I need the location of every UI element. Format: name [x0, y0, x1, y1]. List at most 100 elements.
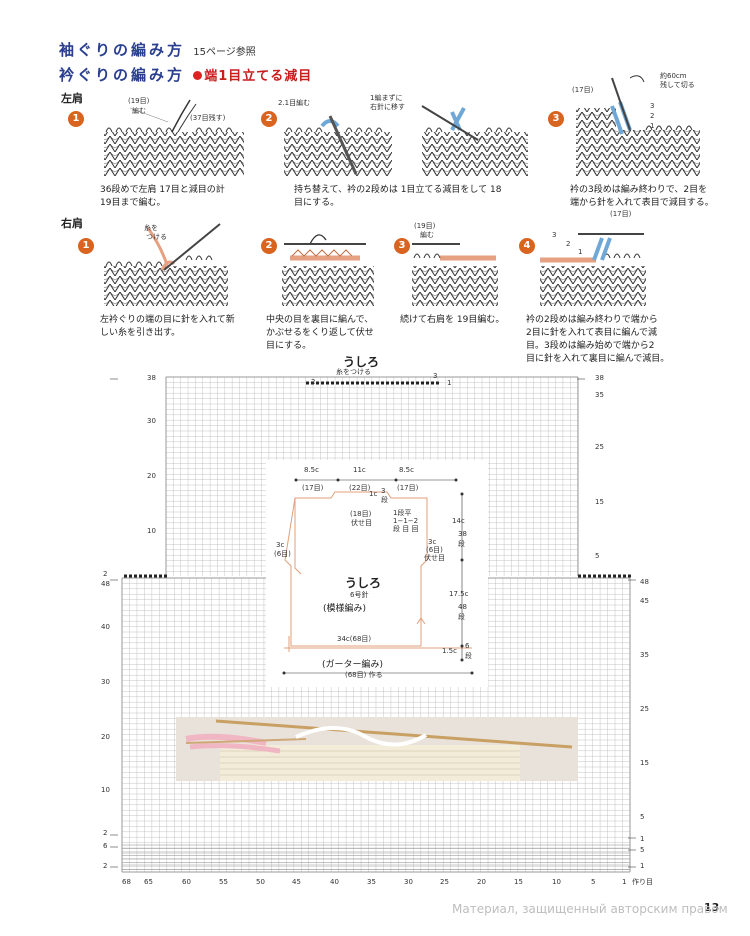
top-right-width: 8.5c	[399, 466, 414, 474]
left-step-2-label-b: 1編まずに	[370, 94, 403, 102]
right-step-1-caption: 左衿ぐりの端の目に針を入れて新 しい糸を引き出す。	[100, 315, 235, 338]
needle-size: 6号針	[350, 591, 369, 599]
bottom-60: 60	[182, 878, 191, 886]
top-mark-2: 2	[311, 378, 316, 386]
cast-on-label: (68目) 作る	[345, 671, 383, 679]
top-right-stitches: (17目)	[397, 484, 419, 492]
right-step-3-caption: 続けて右肩を 19目編む。	[400, 315, 505, 325]
left-step-1-label-b: 編む	[132, 107, 146, 115]
garter-height-rows: 6	[465, 642, 470, 650]
right-step-4-mark-3: 3	[552, 231, 557, 239]
left-step-1-illustration	[100, 96, 248, 178]
left-step-3-label-c: 残して切る	[660, 81, 695, 89]
row-detail-a: 1段平	[393, 509, 412, 517]
right-step-4-illustration	[538, 212, 648, 308]
neck-rows-suffix: 段	[381, 496, 388, 504]
pattern-name: (模様編み)	[323, 604, 367, 614]
garter-height-suffix: 段	[465, 652, 472, 660]
right-step-1-number: 1	[78, 238, 94, 254]
left-step-2-label-c: 右針に移す	[370, 103, 405, 111]
bottom-50: 50	[256, 878, 265, 886]
left-step-3-label-b: 約60cm	[660, 72, 687, 80]
left-scale-48: 48	[101, 580, 110, 588]
left-scale-20b: 20	[101, 733, 110, 741]
hip-width: 34c(68目)	[337, 635, 372, 643]
left-step-2-illustration	[282, 96, 532, 178]
right-step-3-number: 3	[394, 238, 410, 254]
right-step-3-label-b: 編む	[420, 231, 434, 239]
bottom-1: 1	[622, 878, 627, 886]
bottom-cast-on-label: 作り目	[632, 878, 653, 886]
left-step-3-mark-2: 2	[650, 112, 655, 120]
right-scale-5b: 5	[640, 813, 645, 821]
left-scale-20: 20	[147, 472, 156, 480]
left-scale-2: 2	[103, 570, 108, 578]
right-scale-38: 38	[595, 374, 604, 382]
right-scale-1b: 1	[640, 862, 645, 870]
neck-title: 衿ぐりの編み方 端1目立てる減目	[59, 66, 313, 84]
chart-title: うしろ	[343, 355, 380, 369]
right-shoulder-label: 右肩	[61, 217, 83, 230]
red-dot-icon	[193, 71, 203, 80]
top-mid-stitches: (22目)	[349, 484, 371, 492]
bottom-5: 5	[591, 878, 596, 886]
garter-height-cm: 1.5c	[442, 647, 457, 655]
right-scale-48: 48	[640, 578, 649, 586]
right-step-4-number: 4	[519, 238, 535, 254]
left-step-3-mark-1: 1	[650, 122, 655, 130]
right-step-3-label-a: (19目)	[414, 222, 436, 230]
right-scale-5c: 5	[640, 846, 645, 854]
right-step-2-illustration	[280, 228, 376, 308]
bottom-55: 55	[219, 878, 228, 886]
neck-method: 端1目立てる減目	[204, 69, 313, 84]
armhole-right-label: 伏せ目	[424, 554, 445, 562]
schematic-panel	[266, 460, 488, 687]
schematic-title: うしろ	[345, 576, 382, 590]
knitting-photo	[176, 717, 578, 781]
left-scale-2b: 2	[103, 829, 108, 837]
armhole-right-height: 3c	[428, 538, 437, 546]
top-left-width: 8.5c	[304, 466, 319, 474]
attach-yarn-label: 糸をつける	[336, 368, 371, 376]
top-mark-1: 1	[447, 379, 452, 387]
right-step-4-caption: 衿の2段めは編み終わりで端から 2目に針を入れて表目に編んで減 目。3段めは編み…	[526, 315, 670, 364]
left-step-2-label-a: 2.1目編む	[278, 99, 311, 107]
bottom-35: 35	[367, 878, 376, 886]
bottom-30: 30	[404, 878, 413, 886]
row-detail-c: 段 目 回	[393, 525, 419, 533]
schematic-outline	[282, 478, 474, 675]
left-step-3-illustration	[572, 72, 702, 178]
left-scale-40: 40	[101, 623, 110, 631]
armhole-left-stitches: (6目)	[274, 550, 291, 558]
right-step-1-label-b: つける	[146, 233, 167, 241]
right-step-3-illustration	[410, 228, 500, 308]
right-scale-1: 1	[640, 835, 645, 843]
left-step-3-label-a: (17目)	[572, 86, 594, 94]
upper-height-suffix: 段	[458, 540, 465, 548]
left-scale-30b: 30	[101, 678, 110, 686]
armhole-left-height: 3c	[276, 541, 285, 549]
bottom-20: 20	[477, 878, 486, 886]
armhole-title: 袖ぐりの編み方 15ページ参照	[59, 41, 256, 59]
left-scale-10b: 10	[101, 786, 110, 794]
left-scale-38: 38	[147, 374, 156, 382]
right-step-4-mark-2: 2	[566, 240, 571, 248]
left-step-1-number: 1	[68, 111, 84, 127]
right-scale-35: 35	[595, 391, 604, 399]
left-scale-2c: 2	[103, 862, 108, 870]
bottom-65: 65	[144, 878, 153, 886]
row-detail-b: 1−1−2	[393, 517, 419, 525]
bottom-68: 68	[122, 878, 131, 886]
right-scale-15b: 15	[640, 759, 649, 767]
neck-rows-count: 3	[381, 487, 386, 495]
right-step-4-label-a: (17目)	[610, 210, 632, 218]
page-reference: 15ページ参照	[193, 47, 256, 58]
right-step-4-mark-1: 1	[578, 248, 583, 256]
left-step-3-number: 3	[548, 111, 564, 127]
bottom-10: 10	[552, 878, 561, 886]
right-step-2-caption: 中央の目を裏目に編んで、 かぶせるをくり返して伏せ 目にする。	[266, 315, 374, 351]
bottom-15: 15	[514, 878, 523, 886]
lower-height-cm: 17.5c	[449, 590, 469, 598]
left-shoulder-label: 左肩	[61, 92, 83, 105]
upper-height-cm: 14c	[452, 517, 465, 525]
